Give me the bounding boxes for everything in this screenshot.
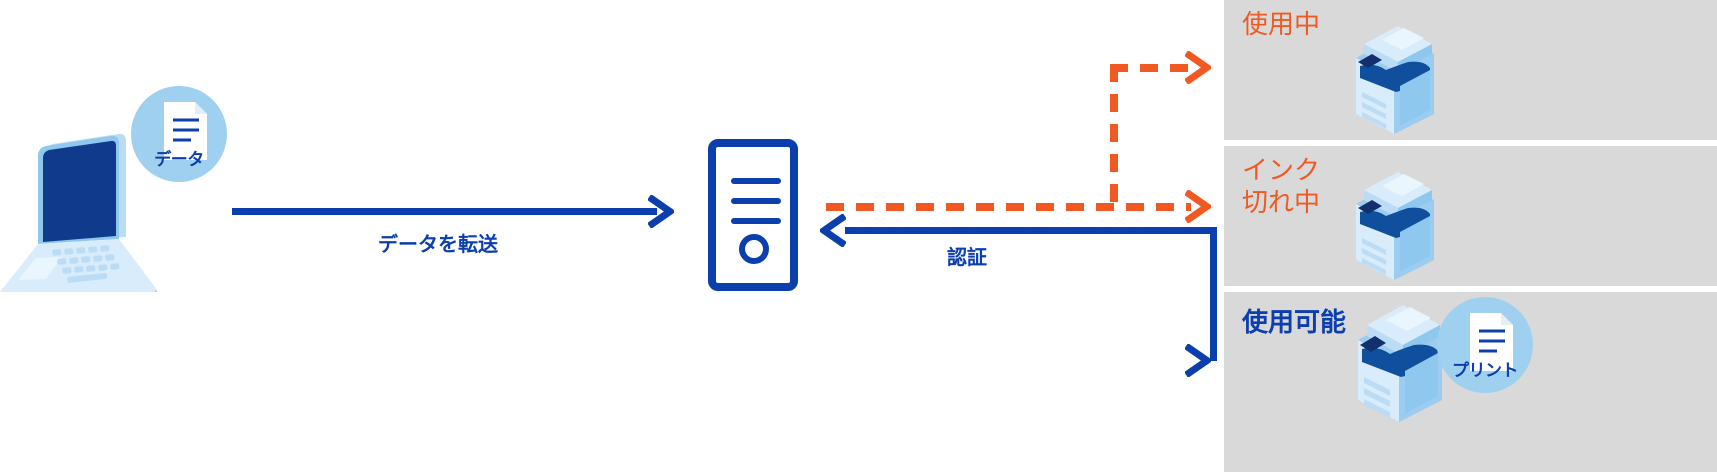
data-speech-bubble — [131, 86, 227, 182]
edge-status-arrowhead-top — [1184, 50, 1214, 85]
edge-status-arrowhead-middle — [1184, 189, 1214, 224]
edge-label-transfer-data: データを転送 — [378, 234, 498, 256]
edge-auth-arrowhead — [817, 213, 847, 248]
laptop-mask — [0, 292, 191, 377]
edge-status-dashed-branch — [1110, 64, 1190, 72]
edge-status-dashed-horizontal — [826, 203, 1191, 211]
printer-status-label-0: 使用中 — [1242, 9, 1321, 39]
printer-status-label-2: 使用可能 — [1242, 307, 1347, 337]
printer-status-label-1: インク 切れ中 — [1242, 155, 1321, 217]
edge-laptop-to-server-shaft — [232, 208, 657, 215]
print-bubble-label: プリント — [1452, 361, 1519, 380]
edge-auth-shaft — [845, 227, 1217, 234]
print-speech-bubble — [1437, 297, 1533, 393]
printer-icon-2 — [1338, 300, 1458, 422]
edge-laptop-to-server-arrowhead — [647, 194, 677, 229]
laptop-icon — [0, 132, 200, 307]
data-bubble-label: データ — [154, 150, 204, 169]
printer-card-out-of-ink[interactable]: インク 切れ中 — [1224, 146, 1717, 286]
printer-card-in-use[interactable]: 使用中 — [1224, 0, 1717, 140]
printer-icon-1 — [1338, 168, 1448, 280]
printer-icon-0 — [1338, 22, 1448, 134]
edge-label-auth: 認証 — [947, 247, 987, 269]
server-icon — [708, 139, 798, 291]
edge-server-to-printer-arrowhead — [1184, 343, 1214, 378]
edge-status-dashed-vertical — [1110, 64, 1118, 208]
edge-server-to-printer-vertical — [1210, 227, 1217, 361]
